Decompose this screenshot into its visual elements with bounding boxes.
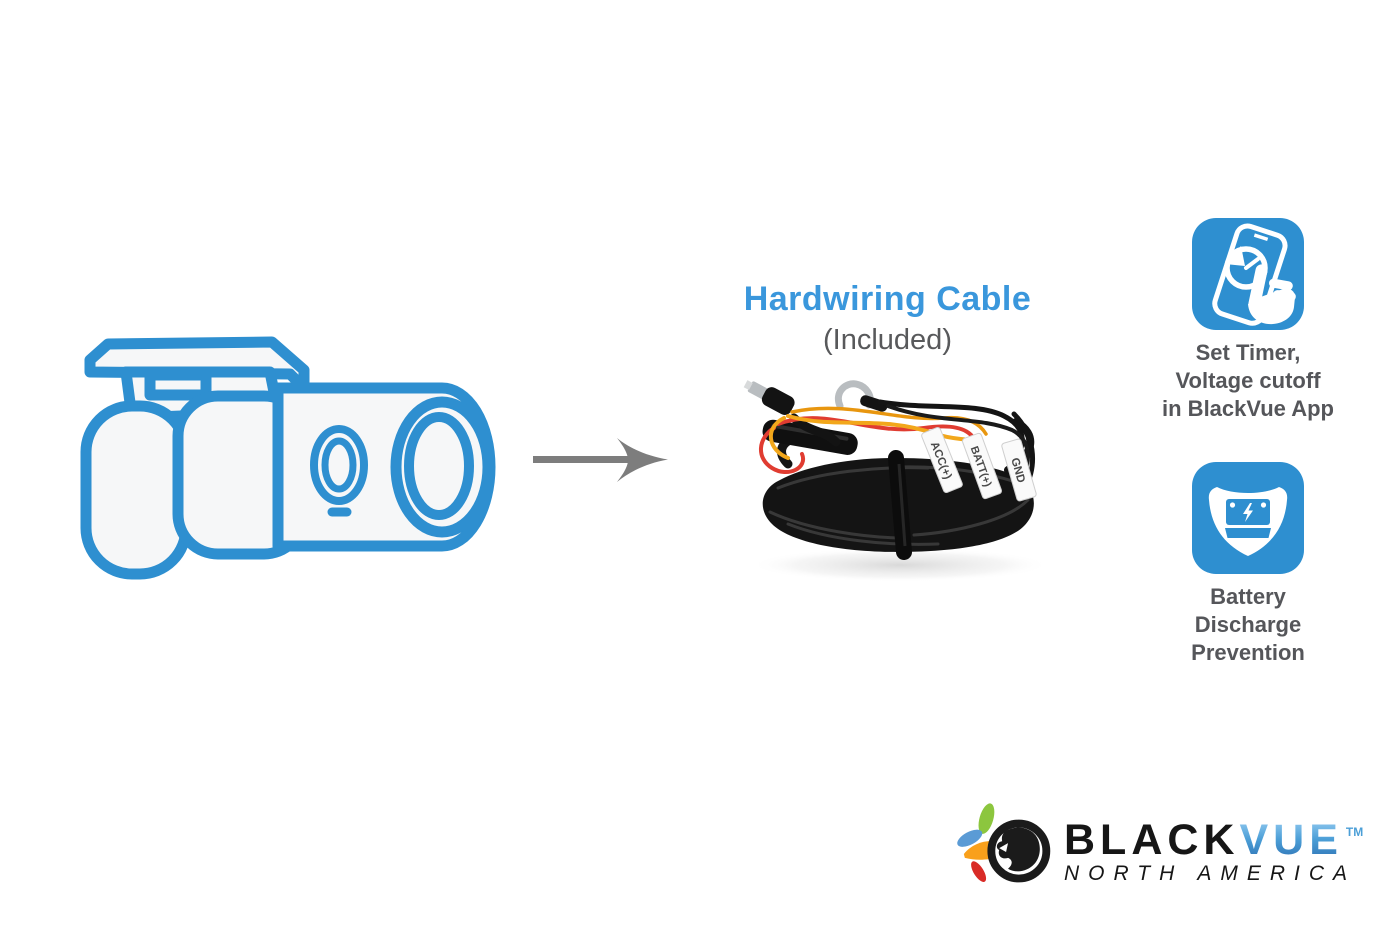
phone-timer-icon — [1192, 218, 1304, 330]
feature-battery-protection: Battery Discharge Prevention — [1158, 462, 1338, 667]
hardwiring-cable-photo: ACC(+) BATT(+) GND — [743, 380, 1050, 582]
battery-shield-icon — [1192, 462, 1304, 574]
brand-black: BLACK — [1064, 816, 1240, 864]
cable-title: Hardwiring Cable — [743, 280, 1032, 318]
feature-line: Battery — [1210, 584, 1286, 609]
feature-line: Discharge — [1194, 612, 1302, 637]
cable-reflection — [750, 548, 1050, 582]
feature-set-timer-text: Set Timer, Voltage cutoff in BlackVue Ap… — [1158, 339, 1338, 423]
wire-tag-gnd: GND — [1001, 438, 1037, 502]
brand-blue: VUE — [1239, 816, 1343, 864]
feature-line: in BlackVue App — [1162, 396, 1334, 421]
eagle-emblem-icon — [957, 803, 1051, 883]
brand-region: NORTH AMERICA — [1064, 862, 1357, 885]
trademark-mark: TM — [1345, 825, 1364, 839]
feature-set-timer: Set Timer, Voltage cutoff in BlackVue Ap… — [1158, 218, 1338, 423]
feature-line: Set Timer, — [1195, 340, 1301, 365]
dashcam-illustration — [80, 336, 496, 580]
cable-subtitle: (Included) — [823, 324, 952, 356]
right-arrow-icon — [533, 438, 668, 482]
feature-line: Voltage cutoff — [1175, 368, 1321, 393]
feature-line: Prevention — [1191, 640, 1305, 665]
cable-title-block: Hardwiring Cable (Included) — [690, 280, 1085, 357]
feature-battery-text: Battery Discharge Prevention — [1158, 583, 1338, 667]
